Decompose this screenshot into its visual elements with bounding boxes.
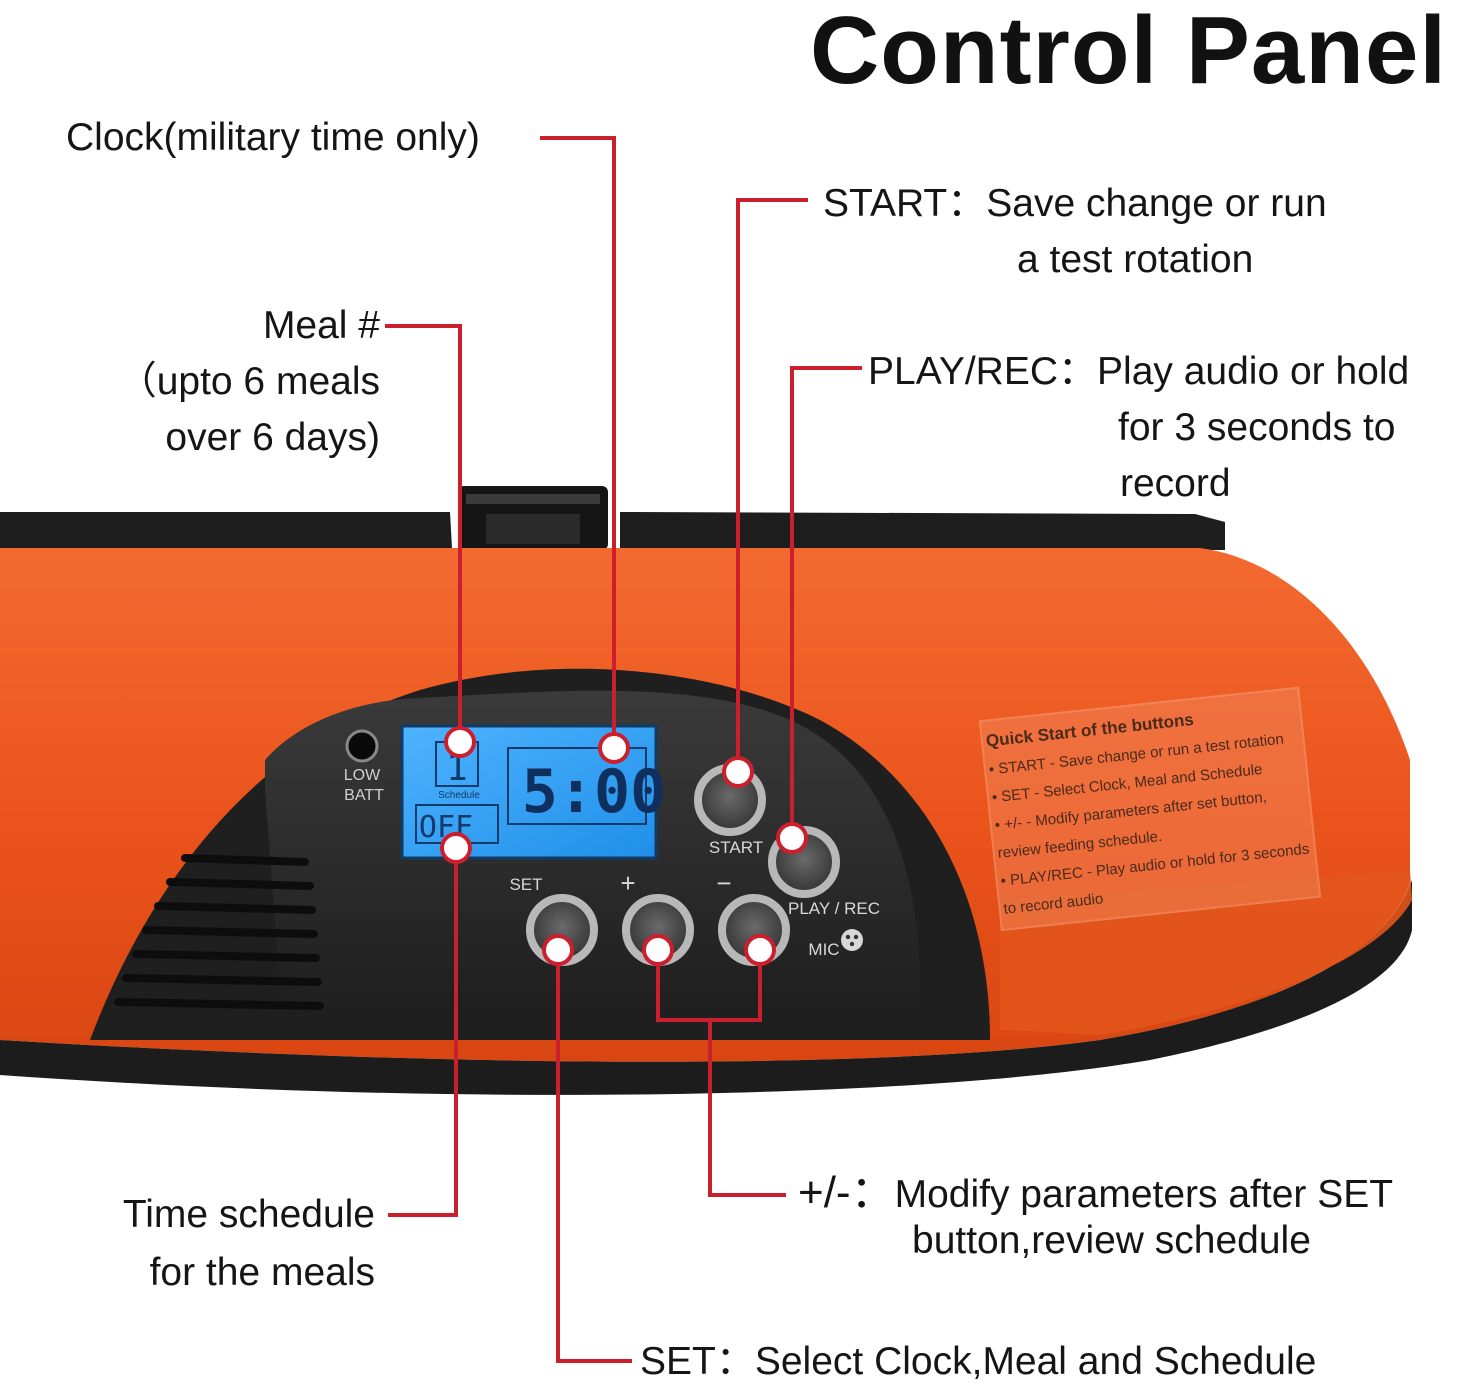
minus-button-label: − [716, 868, 731, 898]
callout-start-line: a test rotation [1017, 238, 1254, 281]
set-button-label: SET [509, 875, 542, 894]
callout-set-key: SET： [640, 1340, 755, 1383]
lcd-schedule-label: Schedule [438, 790, 480, 801]
callout-schedule-line: for the meals [149, 1251, 375, 1294]
callout-schedule-line: Time schedule [122, 1193, 375, 1236]
callout-start: START：Save change or run a test rotation [823, 176, 1327, 288]
callout-schedule: Time schedule for the meals [123, 1186, 375, 1302]
mic-icon [841, 929, 863, 951]
lid-hinge [458, 486, 608, 550]
page-title: Control Panel [809, 0, 1447, 104]
callout-start-key: START： [823, 182, 987, 225]
low-batt-label-1: LOW [344, 767, 381, 784]
callout-set-line: Select Clock,Meal and Schedule [754, 1340, 1317, 1383]
low-batt-label-2: BATT [344, 787, 384, 804]
callout-dots [440, 726, 808, 966]
low-batt-led [345, 729, 379, 763]
callout-meal-line: （upto 6 meals [117, 360, 380, 403]
callout-clock-line: Clock(military time only) [66, 116, 480, 159]
callout-start-line: Save change or run [986, 182, 1327, 225]
callout-meal-line: over 6 days) [165, 416, 380, 459]
callout-lines [385, 136, 862, 1363]
lcd-meal-digit: 1 [446, 748, 468, 789]
callout-plusminus-line: button,review schedule [912, 1219, 1311, 1262]
lcd-clock: 5:00 [522, 757, 667, 827]
callout-playrec-line: Play audio or hold [1097, 350, 1410, 393]
feeder-lid [0, 512, 1225, 550]
callout-playrec: PLAY/REC：Play audio or hold for 3 second… [868, 344, 1409, 512]
play-rec-button-label: PLAY / REC [788, 899, 880, 918]
speaker-grill [114, 854, 324, 1010]
callout-set: SET：Select Clock,Meal and Schedule [640, 1334, 1316, 1390]
callout-plusminus-line: Modify parameters after SET [894, 1173, 1394, 1216]
callout-plusminus: +/-：Modify parameters after SET button,r… [798, 1170, 1393, 1264]
callout-clock: Clock(military time only) [66, 110, 480, 166]
feeder-base [0, 880, 1412, 1095]
plus-button-label: + [620, 868, 635, 898]
callout-meal-line: Meal # [262, 304, 380, 347]
callout-meal: Meal # （upto 6 meals over 6 days) [118, 298, 380, 466]
callout-playrec-line: for 3 seconds to [1118, 406, 1396, 449]
callout-playrec-key: PLAY/REC： [868, 350, 1098, 393]
quick-start-sticker: Quick Start of the buttons • START - Sav… [978, 686, 1322, 932]
callout-playrec-line: record [1120, 462, 1231, 505]
callout-plusminus-key: +/-： [798, 1168, 895, 1217]
mic-label: MIC [808, 940, 839, 959]
start-button-label: START [709, 838, 763, 857]
